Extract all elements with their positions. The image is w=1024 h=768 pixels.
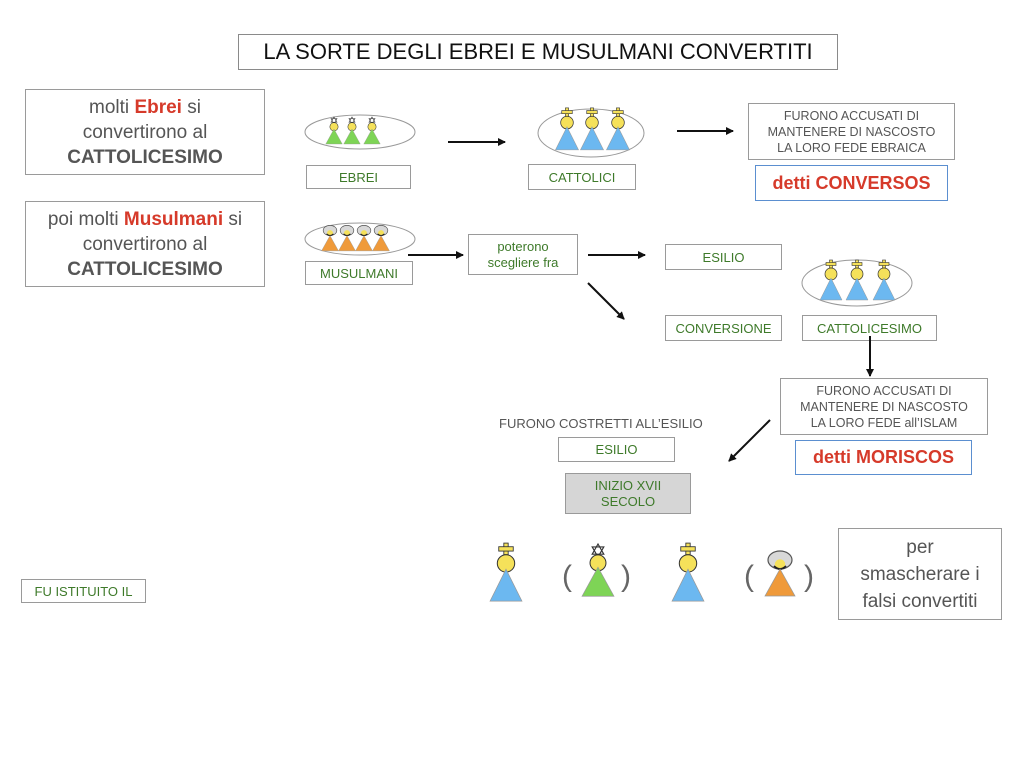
label-musulmani: MUSULMANI bbox=[305, 261, 413, 285]
muslims-group-illustration bbox=[304, 222, 416, 256]
label-detti-moriscos: detti MORISCOS bbox=[795, 440, 972, 475]
intro-highlight-musulmani: Musulmani bbox=[123, 208, 224, 230]
accusation-line: FURONO ACCUSATI DI bbox=[816, 383, 952, 398]
purpose-box: per smascherare i falsi convertiti bbox=[838, 528, 1002, 620]
option-esilio: ESILIO bbox=[665, 244, 782, 270]
purpose-line: falsi convertiti bbox=[862, 590, 978, 612]
label-ebrei: EBREI bbox=[306, 165, 411, 189]
paren-open: ( bbox=[744, 560, 754, 593]
paren-close: ) bbox=[621, 560, 631, 593]
page-title: LA SORTE DEGLI EBREI E MUSULMANI CONVERT… bbox=[238, 34, 838, 70]
accusation-box-jews: FURONO ACCUSATI DI MANTENERE DI NASCOSTO… bbox=[748, 103, 955, 160]
option-conversione: CONVERSIONE bbox=[665, 315, 782, 341]
jews-group-illustration bbox=[304, 114, 416, 150]
label-fu-istituito: FU ISTITUITO IL bbox=[21, 579, 146, 603]
intro-line-2: convertirono al bbox=[82, 233, 208, 255]
label-esilio: ESILIO bbox=[558, 437, 675, 462]
intro-text: si bbox=[223, 208, 243, 230]
arrow-choice-to-conversione bbox=[587, 282, 625, 320]
accusation-line: MANTENERE DI NASCOSTO bbox=[800, 399, 968, 414]
intro-line-3: CATTOLICESIMO bbox=[67, 146, 223, 168]
accusation-box-muslims: FURONO ACCUSATI DI MANTENERE DI NASCOSTO… bbox=[780, 378, 988, 435]
paren-open: ( bbox=[562, 560, 572, 593]
period-line: INIZIO XVII bbox=[594, 477, 662, 493]
accusation-line: MANTENERE DI NASCOSTO bbox=[767, 124, 936, 139]
intro-line-3: CATTOLICESIMO bbox=[67, 258, 223, 280]
label-cattolicesimo: CATTOLICESIMO bbox=[802, 315, 937, 341]
intro-line-1: poi molti Musulmani si bbox=[48, 207, 242, 232]
choice-box: poterono scegliere fra bbox=[468, 234, 578, 275]
accusation-line: FURONO ACCUSATI DI bbox=[783, 108, 920, 123]
intro-line-2: convertirono al bbox=[82, 121, 208, 143]
intro-box-jews: molti Ebrei si convertirono al CATTOLICE… bbox=[25, 89, 265, 175]
converted-catholics-illustration bbox=[801, 259, 913, 307]
accusation-line: LA LORO FEDE EBRAICA bbox=[777, 140, 926, 155]
arrow-accusation-to-exile bbox=[728, 419, 771, 462]
catholics-group-illustration bbox=[537, 107, 645, 158]
purpose-line: smascherare i bbox=[860, 563, 980, 585]
accusation-line: LA LORO FEDE all’ISLAM bbox=[810, 415, 958, 430]
label-detti-conversos: detti CONVERSOS bbox=[755, 165, 948, 201]
intro-text: si bbox=[181, 96, 201, 118]
intro-highlight-ebrei: Ebrei bbox=[134, 96, 182, 118]
intro-text: poi molti bbox=[47, 208, 124, 230]
purpose-line: per bbox=[906, 536, 934, 558]
label-cattolici: CATTOLICI bbox=[528, 164, 636, 190]
period-box: INIZIO XVII SECOLO bbox=[565, 473, 691, 514]
intro-box-muslims: poi molti Musulmani si convertirono al C… bbox=[25, 201, 265, 287]
intro-line-1: molti Ebrei si bbox=[89, 95, 201, 120]
intro-text: molti bbox=[89, 96, 135, 118]
paren-close: ) bbox=[804, 560, 814, 593]
period-line: SECOLO bbox=[600, 493, 656, 509]
choice-line: poterono bbox=[497, 238, 549, 254]
forced-exile-text: FURONO COSTRETTI ALL’ESILIO bbox=[499, 416, 703, 431]
choice-line: scegliere fra bbox=[487, 254, 559, 270]
